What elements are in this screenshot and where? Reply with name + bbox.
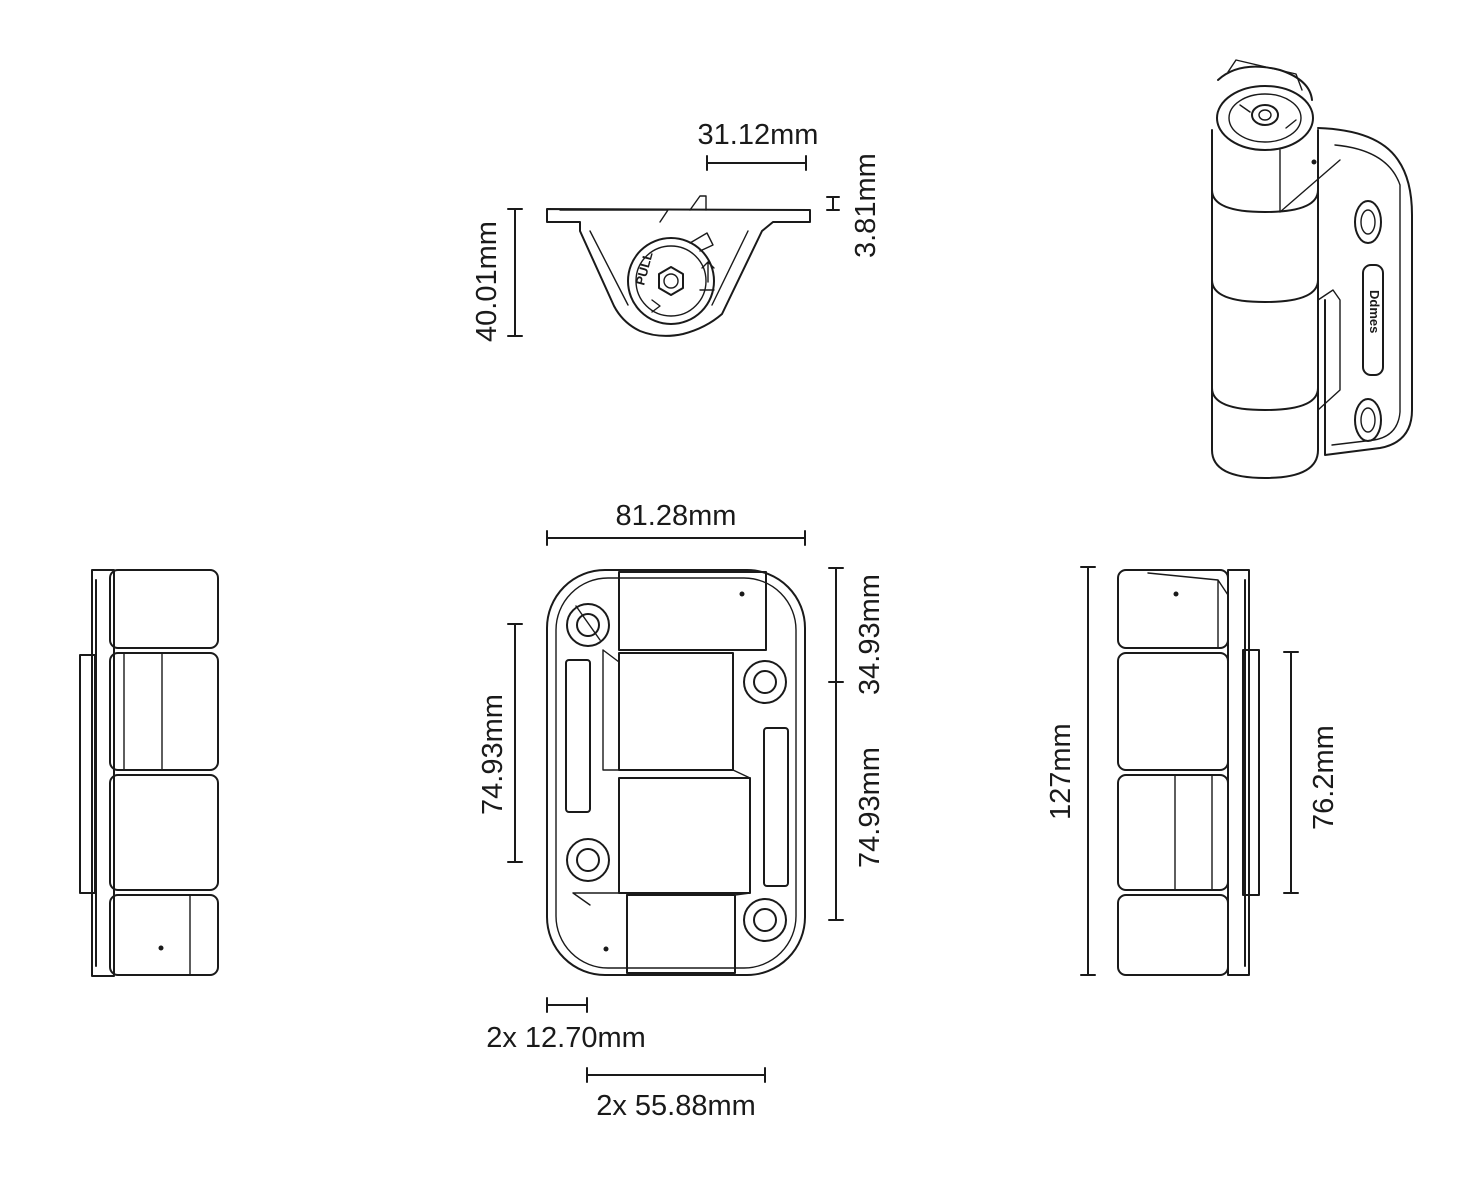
brand-logo: Ddmes bbox=[1367, 290, 1382, 333]
dim-front-width: 81.28mm bbox=[546, 500, 806, 546]
top-view: PULL bbox=[546, 195, 811, 337]
dim-top-width: 31.12mm bbox=[698, 119, 819, 171]
dim-front-upper: 34.93mm bbox=[828, 567, 886, 695]
dim-label-top-height: 40.01mm bbox=[471, 221, 503, 342]
dim-label-front-left: 74.93mm bbox=[477, 694, 509, 815]
dim-label-front-lower: 74.93mm bbox=[854, 747, 886, 868]
dim-top-height: 40.01mm bbox=[471, 208, 523, 342]
dim-side-total: 127mm bbox=[1045, 566, 1096, 976]
isometric-view: Ddmes bbox=[1211, 59, 1413, 479]
dim-top-offset: 3.81mm bbox=[826, 153, 882, 258]
dim-label-hole-spacing-large: 2x 55.88mm bbox=[596, 1090, 756, 1122]
right-side-view bbox=[1117, 569, 1260, 976]
dim-side-inner: 76.2mm bbox=[1283, 651, 1340, 894]
dim-label-side-total: 127mm bbox=[1045, 723, 1077, 820]
dim-front-left: 74.93mm bbox=[477, 623, 523, 863]
dim-hole-spacing-small: 2x 12.70mm bbox=[486, 997, 646, 1054]
left-side-view bbox=[79, 569, 219, 977]
dim-label-top-offset: 3.81mm bbox=[850, 153, 882, 258]
dim-label-top-width: 31.12mm bbox=[698, 119, 819, 151]
dim-hole-spacing-large: 2x 55.88mm bbox=[586, 1067, 766, 1122]
dim-label-front-upper: 34.93mm bbox=[854, 574, 886, 695]
dim-label-side-inner: 76.2mm bbox=[1308, 725, 1340, 830]
dim-label-front-width: 81.28mm bbox=[616, 500, 737, 532]
dim-label-hole-spacing-small: 2x 12.70mm bbox=[486, 1022, 646, 1054]
dim-front-lower: 74.93mm bbox=[828, 681, 886, 921]
front-view bbox=[546, 569, 806, 976]
